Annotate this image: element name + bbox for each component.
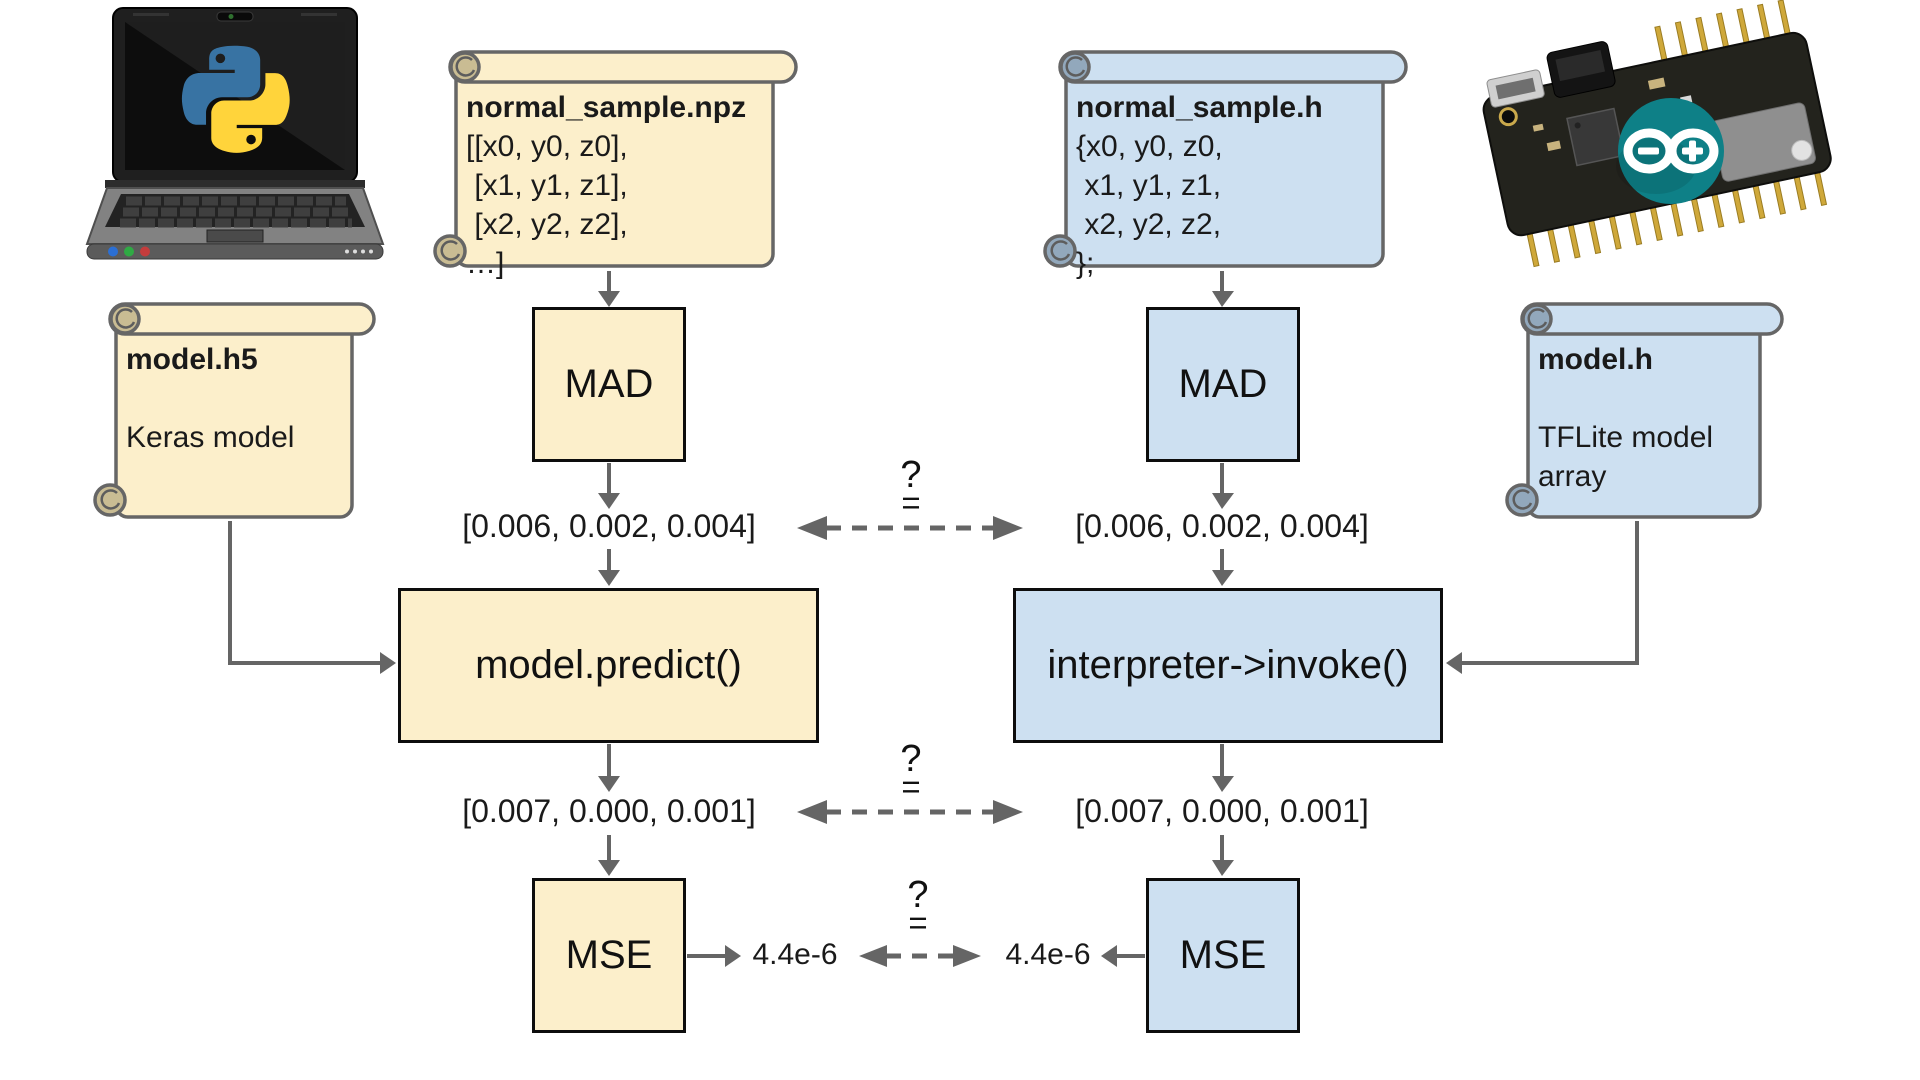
laptop-front-edge	[86, 243, 384, 260]
note-line: array	[1538, 460, 1607, 493]
mse-box-arduino: MSE	[1146, 878, 1300, 1033]
note-title: model.h	[1538, 343, 1654, 376]
laptop-touchpad	[206, 229, 264, 243]
mad-box-python-label: MAD	[564, 362, 654, 406]
solid-arrow-lines	[228, 271, 1639, 958]
mad-box-arduino-label: MAD	[1178, 362, 1268, 406]
note-line	[1538, 379, 1713, 418]
note-normal-sample-h: normal_sample.h {x0, y0, z0, x1, y1, z1,…	[1043, 48, 1410, 280]
note-line: x2, y2, z2,	[1076, 208, 1222, 241]
python-laptop-icon	[85, 7, 385, 260]
note-line: [x2, y2, z2],	[466, 208, 628, 241]
note-line: };	[1076, 247, 1095, 280]
note-title: normal_sample.npz	[466, 91, 747, 124]
python-logo	[181, 45, 290, 153]
note-line: …]	[466, 247, 505, 280]
equals-sign: =	[901, 768, 921, 805]
comparison-predictions: ? =	[900, 738, 922, 805]
equals-sign: =	[901, 484, 921, 521]
mad-box-python: MAD	[532, 307, 686, 462]
note-line	[126, 379, 294, 418]
note-line: TFLite model	[1538, 421, 1714, 454]
dashed-compare-heads	[797, 516, 1023, 967]
mcu-chip	[1566, 107, 1625, 167]
mounting-hole-white	[1791, 139, 1813, 161]
question-mark: ?	[900, 454, 922, 496]
note-line: [[x0, y0, z0],	[466, 130, 628, 163]
dashed-compare-lines	[826, 525, 994, 959]
model-predict-label: model.predict()	[475, 643, 742, 687]
note-line: {x0, y0, z0,	[1076, 130, 1223, 163]
invoke-output: [0.007, 0.000, 0.001]	[1075, 793, 1369, 829]
note-line: [x1, y1, z1],	[466, 169, 628, 202]
mse-output-python: 4.4e-6	[752, 938, 838, 971]
scroll-shape	[1043, 50, 1408, 268]
note-title: normal_sample.h	[1076, 91, 1323, 124]
interpreter-invoke-label: interpreter->invoke()	[1047, 643, 1409, 687]
note-model-h: model.h TFLite model array	[1505, 300, 1786, 521]
arduino-pcb	[1482, 0, 1832, 268]
note-line: Keras model	[126, 421, 295, 454]
scroll-shape	[93, 302, 376, 519]
laptop-webcam	[216, 11, 254, 22]
mounting-hole	[1498, 107, 1518, 127]
arduino-board-icon	[1482, 0, 1832, 268]
solid-arrow-heads	[380, 291, 1462, 967]
interpreter-invoke-box: interpreter->invoke()	[1013, 588, 1443, 743]
question-mark: ?	[900, 738, 922, 780]
mad-box-arduino: MAD	[1146, 307, 1300, 462]
comparison-mse: ? =	[907, 874, 929, 941]
mse-box-arduino-label: MSE	[1179, 933, 1267, 977]
comparison-mad: ? =	[900, 454, 922, 521]
scroll-shape	[1505, 302, 1784, 519]
mse-box-python-label: MSE	[565, 933, 653, 977]
predict-output: [0.007, 0.000, 0.001]	[462, 793, 756, 829]
question-mark: ?	[907, 874, 929, 916]
note-normal-sample-npz: normal_sample.npz [[x0, y0, z0], [x1, y1…	[433, 48, 800, 280]
mse-box-python: MSE	[532, 878, 686, 1033]
model-predict-box: model.predict()	[398, 588, 819, 743]
mse-output-arduino: 4.4e-6	[1005, 938, 1091, 971]
mad-output-python: [0.006, 0.002, 0.004]	[462, 508, 756, 544]
arduino-logo-badge	[1616, 98, 1724, 204]
laptop-hinge	[105, 180, 365, 188]
note-title: model.h5	[126, 343, 258, 376]
equals-sign: =	[908, 904, 928, 941]
note-line: x1, y1, z1,	[1076, 169, 1222, 202]
mad-output-arduino: [0.006, 0.002, 0.004]	[1075, 508, 1369, 544]
note-model-h5: model.h5 Keras model	[93, 300, 378, 521]
scroll-shape	[433, 50, 798, 268]
